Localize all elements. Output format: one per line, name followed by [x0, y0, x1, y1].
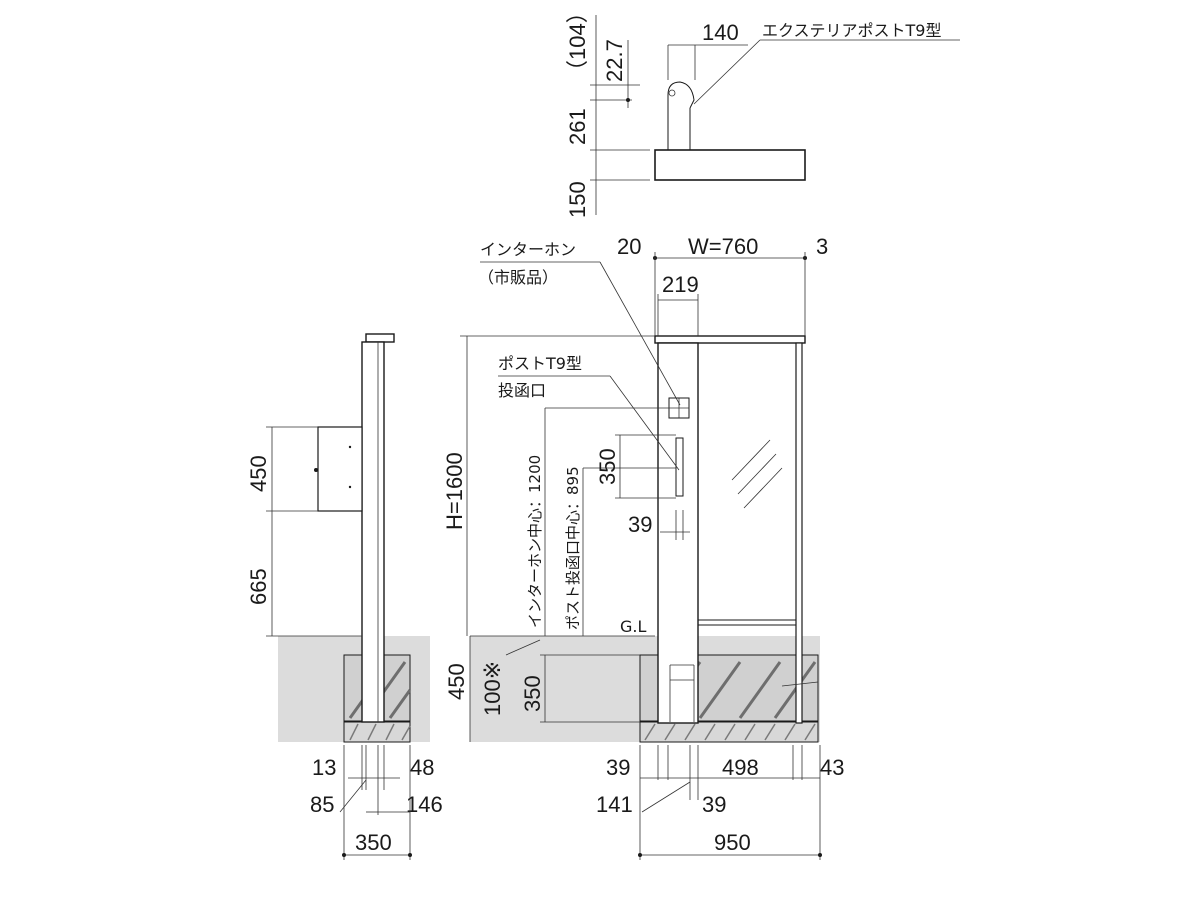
dim-140: 140	[702, 20, 739, 45]
dim-150-top: 150	[565, 181, 590, 218]
dim-h1600: H=1600	[442, 452, 467, 530]
slot-center-label: ポスト投函口中心：895	[564, 466, 582, 630]
front-cap	[654, 335, 806, 344]
dim-13: 13	[312, 755, 336, 780]
dim-43: 43	[820, 755, 844, 780]
dim-350-foundation: 350	[520, 675, 545, 712]
intercom-center-label: インターホン中心：1200	[526, 455, 544, 628]
dim-48: 48	[410, 755, 434, 780]
dim-350-side: 350	[355, 830, 392, 855]
dim-104: （104）	[565, 1, 590, 82]
intercom-label: インターホン	[480, 240, 576, 259]
dim-39-a: 39	[606, 755, 630, 780]
dim-350-slot: 350	[595, 448, 620, 485]
dim-w760: W=760	[688, 234, 758, 259]
dim-85: 85	[310, 792, 334, 817]
dim-450-below: 450	[444, 663, 469, 700]
dim-665: 665	[246, 568, 271, 605]
top-foundation	[654, 149, 806, 181]
dim-3: 3	[816, 234, 828, 259]
dim-100: 100※	[480, 661, 505, 716]
side-mailbox	[317, 426, 363, 512]
dim-219: 219	[662, 272, 699, 297]
dim-261: 261	[565, 108, 590, 145]
post-slot	[675, 437, 684, 497]
exterior-post-label: エクステリアポストT9型	[762, 21, 941, 40]
post-t9-label: ポストT9型	[498, 354, 582, 373]
dim-39-slot: 39	[628, 512, 652, 537]
dim-498: 498	[722, 755, 759, 780]
dim-22-7: 22.7	[602, 39, 627, 82]
dim-39-b: 39	[702, 792, 726, 817]
dim-141: 141	[596, 792, 633, 817]
gl-label: G.L	[620, 617, 646, 636]
dim-950: 950	[714, 830, 751, 855]
slot-label: 投函口	[498, 381, 546, 400]
top-view: エクステリアポストT9型 140 （104） 22.7 261 150	[565, 1, 960, 218]
front-left-pillar	[657, 342, 699, 724]
dim-20: 20	[617, 234, 641, 259]
side-post	[361, 341, 385, 723]
dim-450-side: 450	[246, 455, 271, 492]
front-view: 20 W=760 3 219 インターホン （市販品） ポストT9型 投函口 H…	[442, 234, 844, 860]
side-view: 450 665 13 48 85 146 350	[246, 333, 443, 860]
dim-146: 146	[406, 792, 443, 817]
commercial-label: （市販品）	[478, 268, 558, 287]
